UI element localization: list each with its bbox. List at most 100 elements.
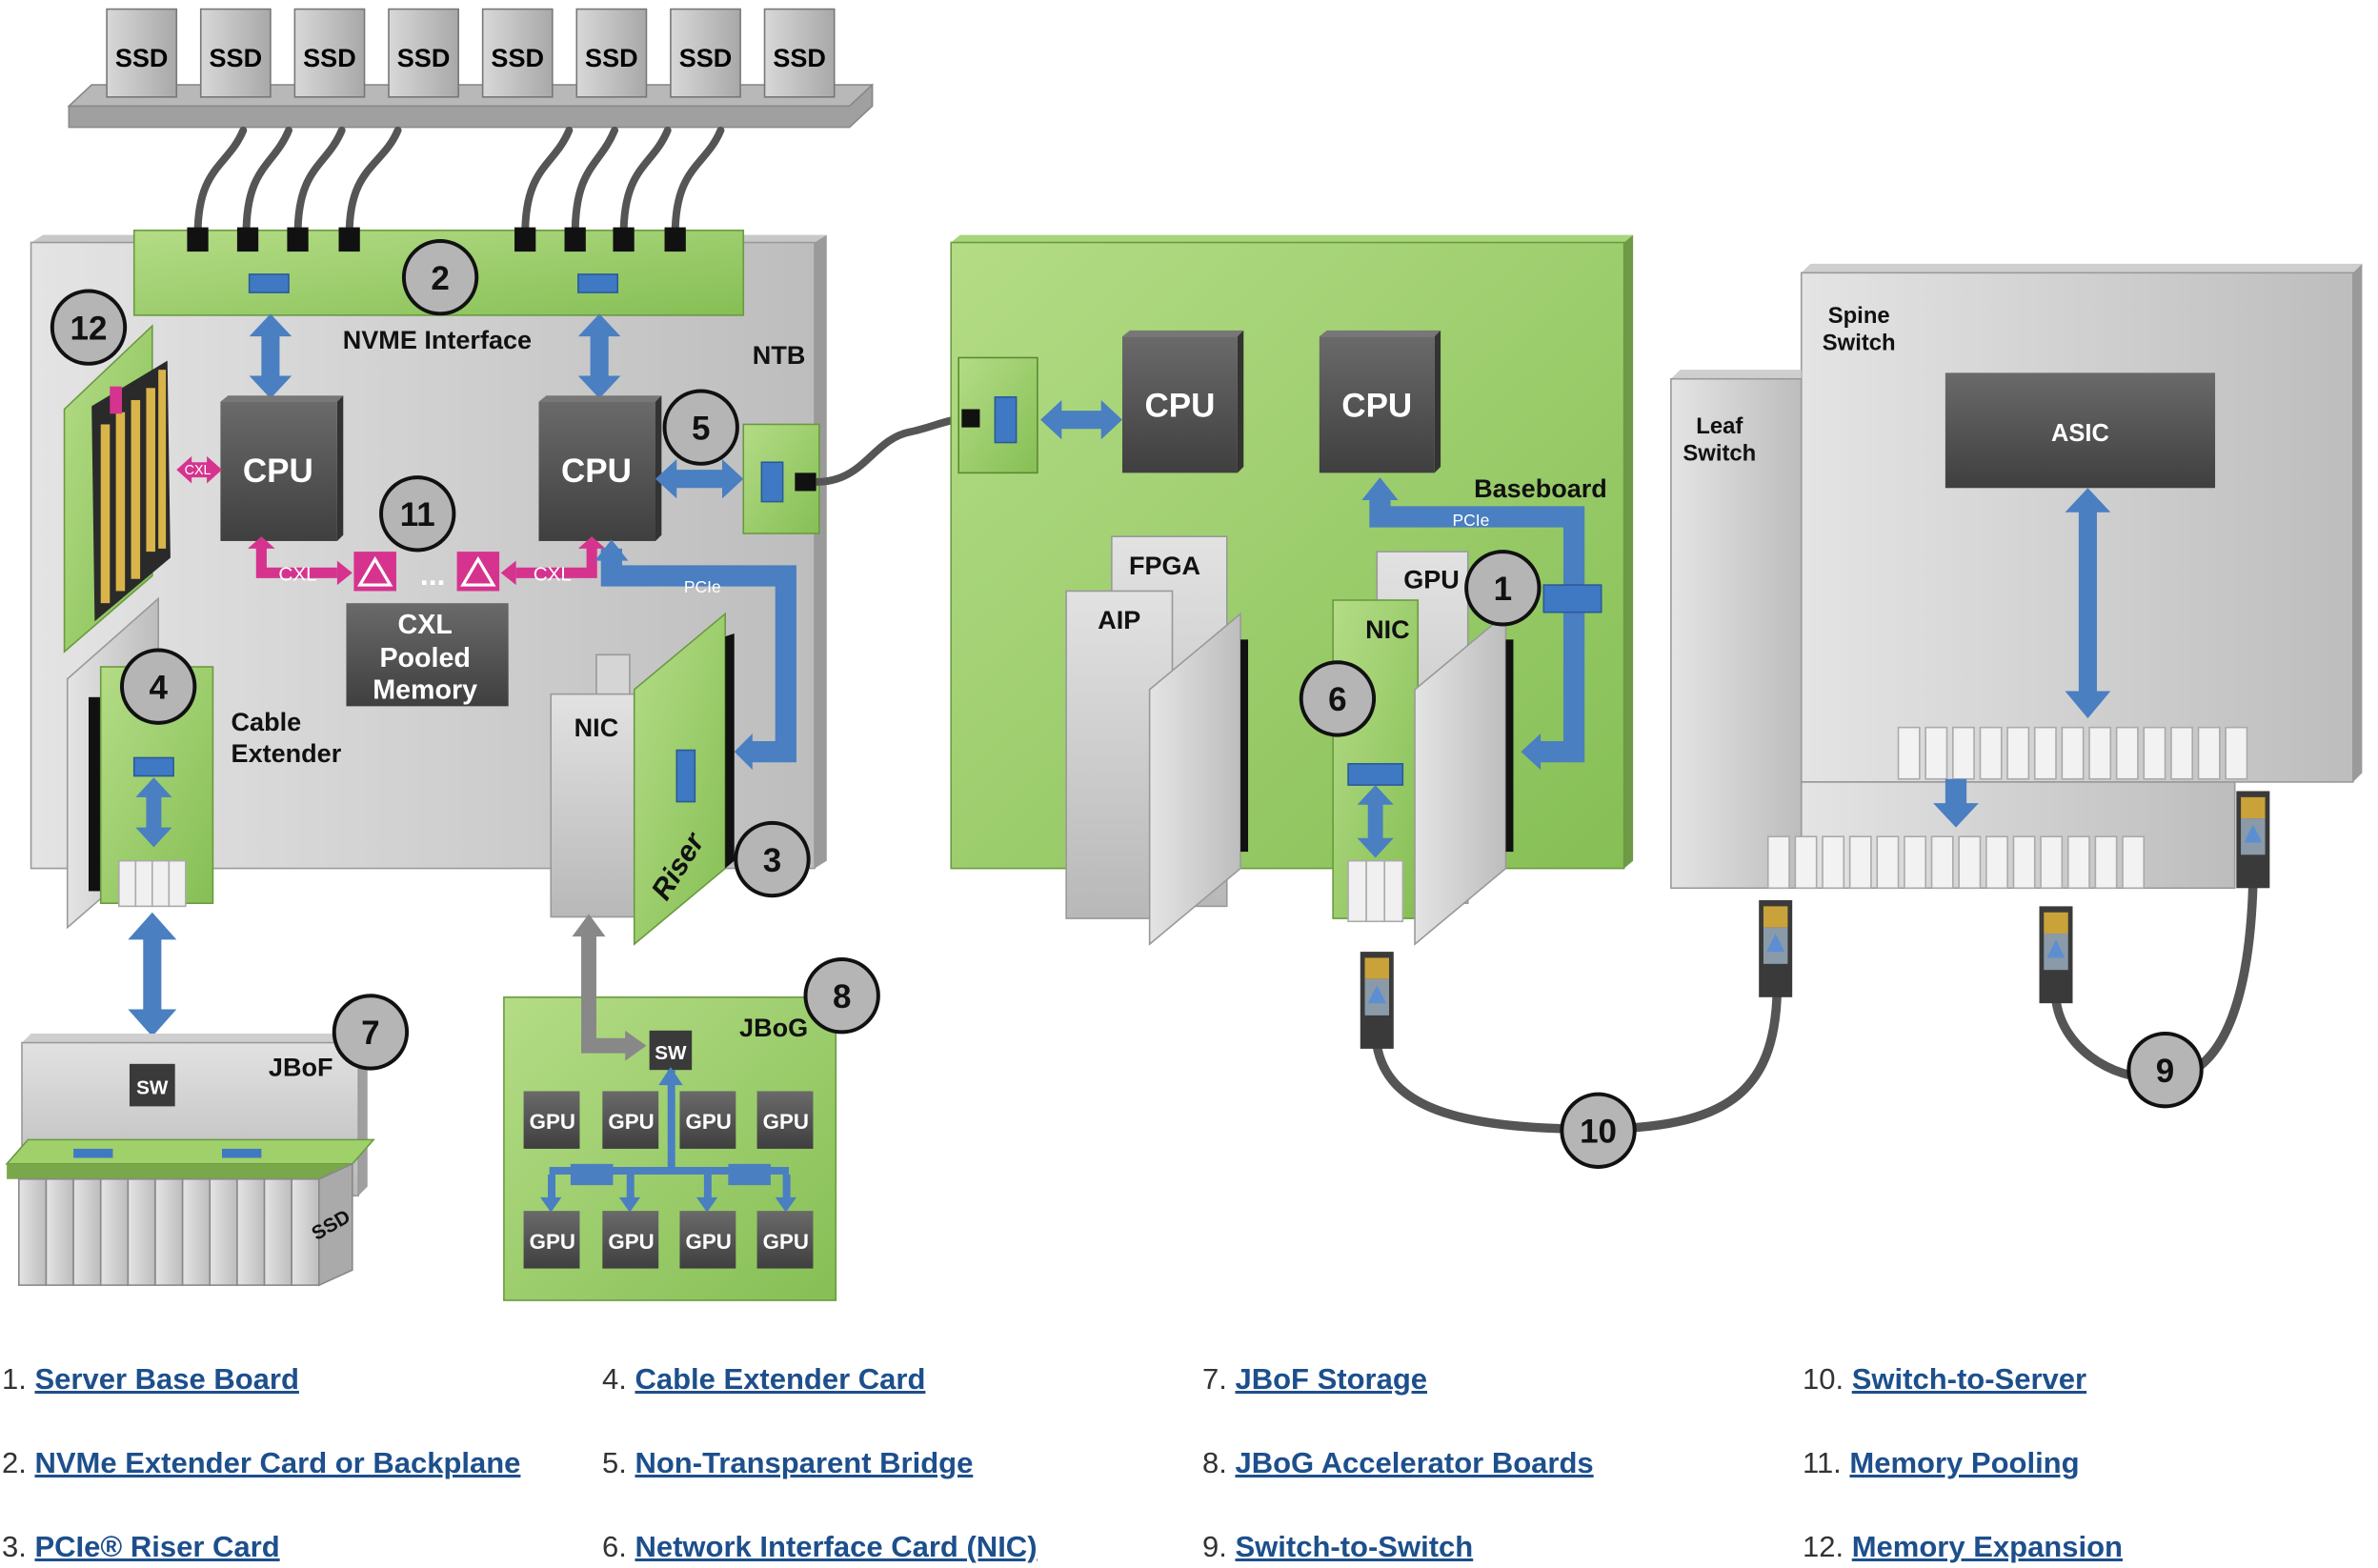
legend-item-5: 5. Non-Transparent Bridge [602, 1446, 974, 1479]
svg-text:8: 8 [833, 978, 851, 1015]
marker-11: 11 [379, 475, 456, 553]
cxl-label: CXL [185, 463, 212, 478]
marker-3: 3 [734, 820, 811, 898]
ssd-rack: SSD SSD SSD SSD SSD SSD SSD SSD [67, 8, 874, 239]
legend-link-cable-extender-card[interactable]: Cable Extender Card [635, 1362, 926, 1396]
nvme-cpu-arrows [249, 313, 621, 399]
pcie-label: PCIe [684, 577, 721, 596]
cpu-label: CPU [1145, 387, 1216, 424]
legend-item-1: 1. Server Base Board [2, 1362, 299, 1396]
marker-7: 7 [332, 994, 410, 1071]
ellipsis-text: ... [420, 557, 446, 592]
ssd-label: SSD [679, 44, 733, 72]
cxl-label: CXL [534, 563, 572, 585]
fpga-label: FPGA [1129, 552, 1200, 580]
legend-item-2: 2. NVMe Extender Card or Backplane [2, 1446, 521, 1479]
svg-text:10: 10 [1580, 1114, 1617, 1151]
server-nic-riser: NIC Riser [550, 612, 735, 946]
ssd-label: SSD [491, 44, 544, 72]
legend-item-6: 6. Network Interface Card (NIC) [602, 1530, 1038, 1563]
transceiver-plugs [1360, 791, 2270, 1049]
gpu-label: GPU [608, 1110, 654, 1134]
cable-extender-line1: Cable [232, 708, 302, 736]
gpu-label: GPU [763, 1110, 809, 1134]
jbog-label: JBoG [739, 1014, 808, 1042]
pcie-cxl-system-diagram: SSD SSD SSD SSD SSD SSD SSD SSD [5, 8, 2363, 1301]
leaf-switch-line2: Switch [1683, 441, 1756, 467]
legend-link-network-interface-card[interactable]: Network Interface Card (NIC) [635, 1530, 1038, 1563]
legend-link-jbog-accelerator-boards[interactable]: JBoG Accelerator Boards [1235, 1446, 1594, 1479]
svg-text:12: 12 [71, 310, 108, 347]
pcie-label: PCIe [1452, 511, 1489, 530]
server-cpu-right: CPU [538, 395, 662, 541]
sw-label: SW [136, 1077, 169, 1099]
legend-link-memory-expansion[interactable]: Memory Expansion [1851, 1530, 2123, 1563]
legend-item-8: 8. JBoG Accelerator Boards [1202, 1446, 1594, 1479]
marker-5: 5 [662, 389, 739, 466]
legend-link-switch-to-switch[interactable]: Switch-to-Switch [1235, 1530, 1474, 1563]
svg-text:1: 1 [1494, 571, 1512, 608]
legend-item-10: 10. Switch-to-Server [1803, 1362, 2087, 1396]
cxl-label: CXL [278, 563, 316, 585]
cable-extender-jbof-arrow [128, 912, 177, 1037]
legend-item-3: 3. PCIe® Riser Card [2, 1530, 280, 1563]
svg-text:5: 5 [692, 410, 710, 447]
gpu-label: GPU [686, 1230, 732, 1254]
cpu-label: CPU [1341, 387, 1412, 424]
svg-text:7: 7 [361, 1015, 379, 1052]
gpu-label: GPU [608, 1230, 654, 1254]
ssd-label: SSD [397, 44, 451, 72]
ssd-label: SSD [210, 44, 263, 72]
legend-link-nvme-extender[interactable]: NVMe Extender Card or Backplane [34, 1446, 521, 1479]
marker-8: 8 [803, 957, 880, 1035]
aip-label: AIP [1098, 606, 1140, 634]
gpu-label: GPU [763, 1230, 809, 1254]
legend: 1. Server Base Board 2. NVMe Extender Ca… [0, 1334, 2378, 1568]
ntb-card [655, 414, 972, 534]
marker-4: 4 [120, 648, 197, 725]
marker-9: 9 [2126, 1032, 2204, 1109]
marker-2: 2 [401, 238, 479, 316]
spine-switch-line1: Spine [1828, 303, 1890, 329]
ssd-modules: SSD SSD SSD SSD SSD SSD SSD SSD [106, 8, 836, 98]
gpu-label: GPU [530, 1230, 575, 1254]
svg-text:4: 4 [149, 669, 168, 706]
svg-text:6: 6 [1328, 681, 1346, 718]
number-markers: 1 2 3 4 5 6 7 8 9 10 11 12 [50, 238, 2204, 1169]
ssd-label: SSD [585, 44, 638, 72]
marker-12: 12 [50, 289, 128, 366]
pcie-riser-path: PCIe [594, 539, 796, 771]
marker-6: 6 [1299, 660, 1377, 737]
legend-link-jbof-storage[interactable]: JBoF Storage [1235, 1362, 1428, 1396]
cxl-pooling: CXL ... CXL CXL Pooled Memory [248, 536, 606, 707]
cable-extender-line2: Extender [232, 739, 342, 768]
leaf-switch-line1: Leaf [1696, 413, 1743, 439]
svg-text:2: 2 [431, 260, 449, 297]
marker-1: 1 [1464, 550, 1542, 627]
legend-link-pcie-riser-card[interactable]: PCIe® Riser Card [34, 1530, 280, 1563]
svg-text:9: 9 [2156, 1053, 2174, 1090]
ssd-label: SSD [773, 44, 826, 72]
svg-text:11: 11 [400, 496, 435, 533]
legend-item-11: 11. Memory Pooling [1803, 1446, 2080, 1479]
legend-item-12: 12. Memory Expansion [1803, 1530, 2123, 1563]
spine-switch: Spine Switch ASIC [1800, 263, 2363, 783]
leaf-switch: Leaf Switch [1670, 370, 2236, 890]
memory-expansion-module [63, 324, 171, 653]
asic-label: ASIC [2051, 420, 2109, 447]
nic-label: NIC [1365, 615, 1410, 644]
cxl-arrow-memory-expansion: CXL [176, 455, 222, 484]
cxl-pool-line2: Pooled [379, 643, 470, 673]
sw-label: SW [655, 1042, 687, 1064]
ssd-label: SSD [115, 44, 169, 72]
gpu-label: GPU [686, 1110, 732, 1134]
cxl-pool-line3: Memory [373, 674, 477, 705]
legend-item-4: 4. Cable Extender Card [602, 1362, 926, 1396]
legend-link-server-base-board[interactable]: Server Base Board [34, 1362, 299, 1396]
cpu-label: CPU [243, 452, 313, 490]
legend-link-non-transparent-bridge[interactable]: Non-Transparent Bridge [635, 1446, 974, 1479]
svg-text:3: 3 [763, 842, 781, 879]
legend-link-switch-to-server[interactable]: Switch-to-Server [1851, 1362, 2087, 1396]
legend-link-memory-pooling[interactable]: Memory Pooling [1849, 1446, 2080, 1479]
